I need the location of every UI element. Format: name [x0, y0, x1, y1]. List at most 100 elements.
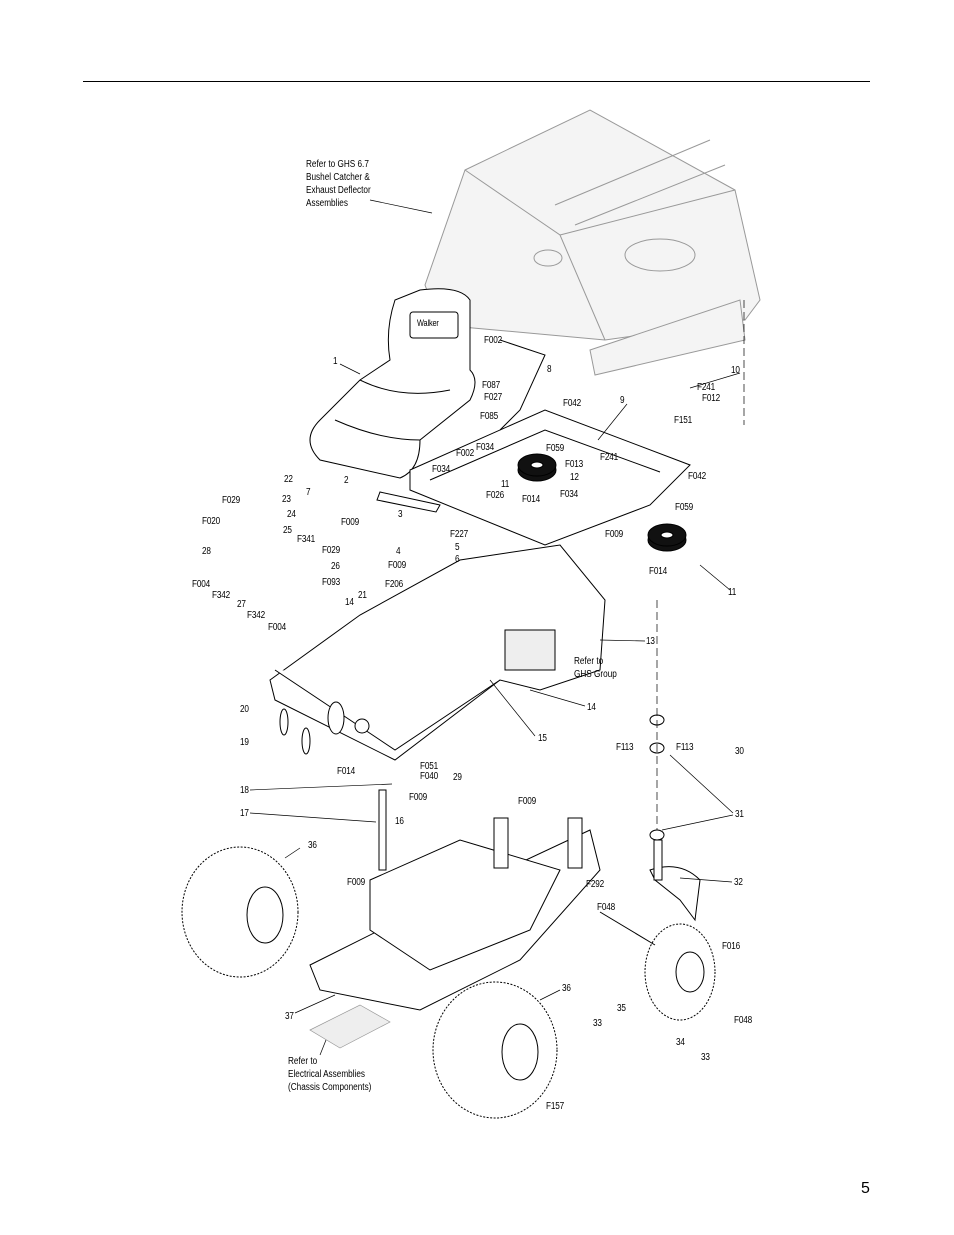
callout: 37	[285, 1011, 294, 1022]
callout: F012	[702, 393, 721, 404]
callout: F206	[385, 579, 404, 590]
seat-logo: Walker	[417, 318, 439, 328]
callout: F048	[597, 902, 616, 913]
seat	[309, 288, 476, 479]
callout: 3	[398, 509, 403, 520]
page-number: 5	[861, 1180, 870, 1197]
callout: F040	[420, 771, 439, 782]
callout: 21	[358, 590, 367, 601]
callout: 23	[282, 494, 291, 505]
callout: F034	[432, 464, 451, 475]
callout: F020	[202, 516, 221, 527]
callout: F087	[482, 380, 501, 391]
callout: 14	[587, 702, 596, 713]
callout: F113	[616, 742, 634, 753]
wheel-hubs	[246, 886, 705, 1081]
caster-fork	[599, 714, 701, 946]
header-rule	[83, 81, 870, 82]
callout: 11	[501, 479, 510, 490]
callout: 25	[283, 525, 292, 536]
callout: 13	[646, 636, 655, 647]
callout: F042	[563, 398, 582, 409]
callout: 27	[237, 599, 246, 610]
note-line: GHS Group	[574, 669, 617, 680]
callout: 5	[455, 542, 460, 553]
callout: F241	[600, 452, 619, 463]
note-line: Refer to	[574, 656, 604, 667]
callout: 7	[306, 487, 311, 498]
callout: F009	[518, 796, 537, 807]
callout: F004	[192, 579, 211, 590]
callout: F157	[546, 1101, 565, 1112]
callout: 4	[396, 546, 401, 557]
callout: 29	[453, 772, 462, 783]
callout: F042	[688, 471, 707, 482]
pulleys	[517, 453, 687, 552]
note-bushel-catcher: Refer to GHS 6.7 Bushel Catcher & Exhaus…	[306, 158, 371, 210]
callout: 36	[308, 840, 317, 851]
callout: 11	[728, 587, 737, 598]
callout: 16	[395, 816, 404, 827]
callout: 24	[287, 509, 296, 520]
note-electrical: Refer to Electrical Assemblies (Chassis …	[288, 1055, 371, 1094]
callout: F009	[388, 560, 407, 571]
callout: F016	[722, 941, 741, 952]
note-line: Bushel Catcher &	[306, 172, 370, 183]
note-line: Refer to	[288, 1056, 318, 1067]
callout: 31	[735, 809, 744, 820]
callout: 14	[345, 597, 354, 608]
callout: 17	[240, 808, 249, 819]
callout: F048	[734, 1015, 753, 1026]
callout: F009	[347, 877, 366, 888]
callout: 30	[735, 746, 744, 757]
callout: 28	[202, 546, 211, 557]
callout: F029	[222, 495, 241, 506]
callout: F029	[322, 545, 341, 556]
callout: 33	[593, 1018, 602, 1029]
callout: F026	[486, 490, 505, 501]
callout: F093	[322, 577, 341, 588]
callout: F004	[268, 622, 287, 633]
callout: F342	[247, 610, 266, 621]
callout: F059	[546, 443, 565, 454]
callout: 15	[538, 733, 547, 744]
leader-lines	[249, 199, 745, 1056]
callout: F227	[450, 529, 469, 540]
callout: 20	[240, 704, 249, 715]
callout: F002	[456, 448, 475, 459]
callout: F241	[697, 382, 716, 393]
callout: F014	[522, 494, 541, 505]
bushel-catcher-hood	[424, 109, 761, 376]
callout: F009	[341, 517, 360, 528]
note-line: (Chassis Components)	[288, 1082, 372, 1093]
callout: 2	[344, 475, 349, 486]
callout: 34	[676, 1037, 685, 1048]
callout: F341	[297, 534, 316, 545]
chassis-frame	[309, 789, 601, 1011]
callout: F292	[586, 879, 605, 890]
callout: F113	[676, 742, 694, 753]
callout: 12	[570, 472, 579, 483]
callout: F027	[484, 392, 503, 403]
callout: 32	[734, 877, 743, 888]
note-line: Exhaust Deflector	[306, 185, 371, 196]
callout: 19	[240, 737, 249, 748]
callout: F085	[480, 411, 499, 422]
callout: 36	[562, 983, 571, 994]
callout: 26	[331, 561, 340, 572]
note-ghs-group: Refer to GHS Group	[574, 655, 617, 681]
callout: F009	[605, 529, 624, 540]
callout: F342	[212, 590, 231, 601]
callout: 22	[284, 474, 293, 485]
callout: 33	[701, 1052, 710, 1063]
callout: 1	[333, 356, 338, 367]
callout: F059	[675, 502, 694, 513]
callout: 6	[455, 554, 460, 565]
callout: F051	[420, 761, 439, 772]
callout: F151	[674, 415, 693, 426]
note-line: Electrical Assemblies	[288, 1069, 366, 1080]
callout: F034	[476, 442, 495, 453]
callout: F034	[560, 489, 579, 500]
